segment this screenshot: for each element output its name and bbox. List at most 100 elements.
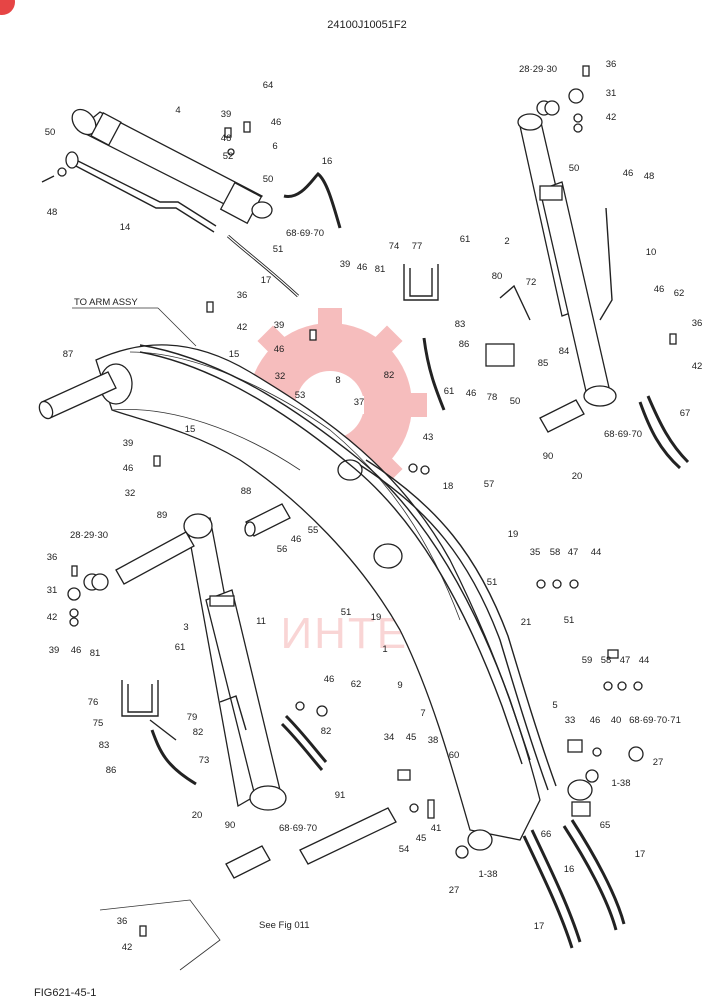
part-callout: 68·69·70 bbox=[604, 429, 642, 440]
hoses-16-17-lower bbox=[522, 819, 626, 949]
part-callout: 27 bbox=[653, 757, 664, 768]
part-callout: 51 bbox=[273, 244, 284, 255]
part-callout: 34 bbox=[384, 732, 395, 743]
part-callout: 80 bbox=[492, 271, 503, 282]
part-callout: 51 bbox=[564, 615, 575, 626]
part-callout: 82 bbox=[321, 726, 332, 737]
part-callout: 89 bbox=[157, 510, 168, 521]
part-callout: 31 bbox=[606, 88, 617, 99]
part-callout: 58 bbox=[550, 547, 561, 558]
part-callout: 40 bbox=[611, 715, 622, 726]
part-callout: 46 bbox=[274, 344, 285, 355]
part-callout: 20 bbox=[572, 471, 583, 482]
part-callout: 46 bbox=[654, 284, 665, 295]
part-callout: 46 bbox=[357, 262, 368, 273]
part-callout: 51 bbox=[487, 577, 498, 588]
part-callout: 82 bbox=[384, 370, 395, 381]
part-callout: 42 bbox=[237, 322, 248, 333]
part-callout: 46 bbox=[221, 133, 232, 144]
part-callout: 21 bbox=[521, 617, 532, 628]
part-callout: 18 bbox=[443, 481, 454, 492]
part-callout: 77 bbox=[412, 241, 423, 252]
pin-90-upper bbox=[539, 399, 585, 433]
small-parts bbox=[71, 65, 677, 937]
part-callout: 50 bbox=[45, 127, 56, 138]
part-callout: 17 bbox=[534, 921, 545, 932]
part-callout: 85 bbox=[538, 358, 549, 369]
part-callout: 6 bbox=[272, 141, 277, 152]
part-callout: 81 bbox=[90, 648, 101, 659]
part-callout: 90 bbox=[225, 820, 236, 831]
washer-stack-upper bbox=[536, 88, 584, 133]
part-callout: 8 bbox=[335, 375, 340, 386]
part-callout: 86 bbox=[459, 339, 470, 350]
part-callout: 60 bbox=[449, 750, 460, 761]
part-callout: 67 bbox=[680, 408, 691, 419]
part-callout: 27 bbox=[449, 885, 460, 896]
arm-cylinder-assembly bbox=[41, 108, 273, 233]
part-callout: 76 bbox=[88, 697, 99, 708]
part-callout: 48 bbox=[644, 171, 655, 182]
part-callout: 28·29·30 bbox=[519, 64, 557, 75]
hoses-67 bbox=[638, 395, 690, 470]
part-callout: 36 bbox=[606, 59, 617, 70]
part-callout: 31 bbox=[47, 585, 58, 596]
part-callout: 61 bbox=[444, 386, 455, 397]
part-callout: 46 bbox=[291, 534, 302, 545]
part-callout: 43 bbox=[423, 432, 434, 443]
part-callout: 79 bbox=[187, 712, 198, 723]
part-callout: 39 bbox=[49, 645, 60, 656]
part-callout: 68·69·70 bbox=[286, 228, 324, 239]
washer-stack-lower bbox=[67, 573, 109, 627]
part-callout: 36 bbox=[237, 290, 248, 301]
part-callout: 59 bbox=[582, 655, 593, 666]
part-callout: 87 bbox=[63, 349, 74, 360]
part-callout: 1-38 bbox=[478, 869, 497, 880]
part-callout: 1 bbox=[382, 644, 387, 655]
part-callout: 42 bbox=[606, 112, 617, 123]
part-callout: 38 bbox=[428, 735, 439, 746]
part-callout: 65 bbox=[600, 820, 611, 831]
to-arm-label: TO ARM ASSY bbox=[74, 297, 138, 308]
part-callout: 91 bbox=[335, 790, 346, 801]
part-callout: 42 bbox=[122, 942, 133, 953]
part-callout: 64 bbox=[263, 80, 274, 91]
part-callout: 74 bbox=[389, 241, 400, 252]
figure-id: FIG621-45-1 bbox=[34, 987, 96, 999]
part-callout: 58 bbox=[601, 655, 612, 666]
part-callout: 39 bbox=[274, 320, 285, 331]
corner-badge bbox=[0, 0, 15, 15]
part-callout: 81 bbox=[375, 264, 386, 275]
boom-cylinder-left bbox=[183, 513, 287, 811]
part-callout: 46 bbox=[466, 388, 477, 399]
part-callout: 2 bbox=[504, 236, 509, 247]
part-callout: 75 bbox=[93, 718, 104, 729]
part-callout: 20 bbox=[192, 810, 203, 821]
part-callout: 15 bbox=[229, 349, 240, 360]
pin-87 bbox=[38, 371, 117, 420]
part-callout: 44 bbox=[591, 547, 602, 558]
part-callout: 9 bbox=[397, 680, 402, 691]
part-callout: 61 bbox=[175, 642, 186, 653]
boom-cylinder-right bbox=[517, 113, 617, 407]
part-callout: 84 bbox=[559, 346, 570, 357]
part-callout: 46 bbox=[324, 674, 335, 685]
part-callout: 3 bbox=[183, 622, 188, 633]
part-callout: 32 bbox=[275, 371, 286, 382]
hose-16 bbox=[227, 172, 342, 298]
part-callout: 7 bbox=[420, 708, 425, 719]
part-callout: 61 bbox=[460, 234, 471, 245]
pin-89 bbox=[115, 531, 195, 585]
part-callout: 90 bbox=[543, 451, 554, 462]
part-callout: 39 bbox=[340, 259, 351, 270]
part-callout: 19 bbox=[508, 529, 519, 540]
part-callout: 53 bbox=[295, 390, 306, 401]
part-callout: 14 bbox=[120, 222, 131, 233]
part-callout: 86 bbox=[106, 765, 117, 776]
pin-91 bbox=[299, 807, 397, 865]
part-callout: 46 bbox=[123, 463, 134, 474]
part-callout: 32 bbox=[125, 488, 136, 499]
part-callout: 35 bbox=[530, 547, 541, 558]
